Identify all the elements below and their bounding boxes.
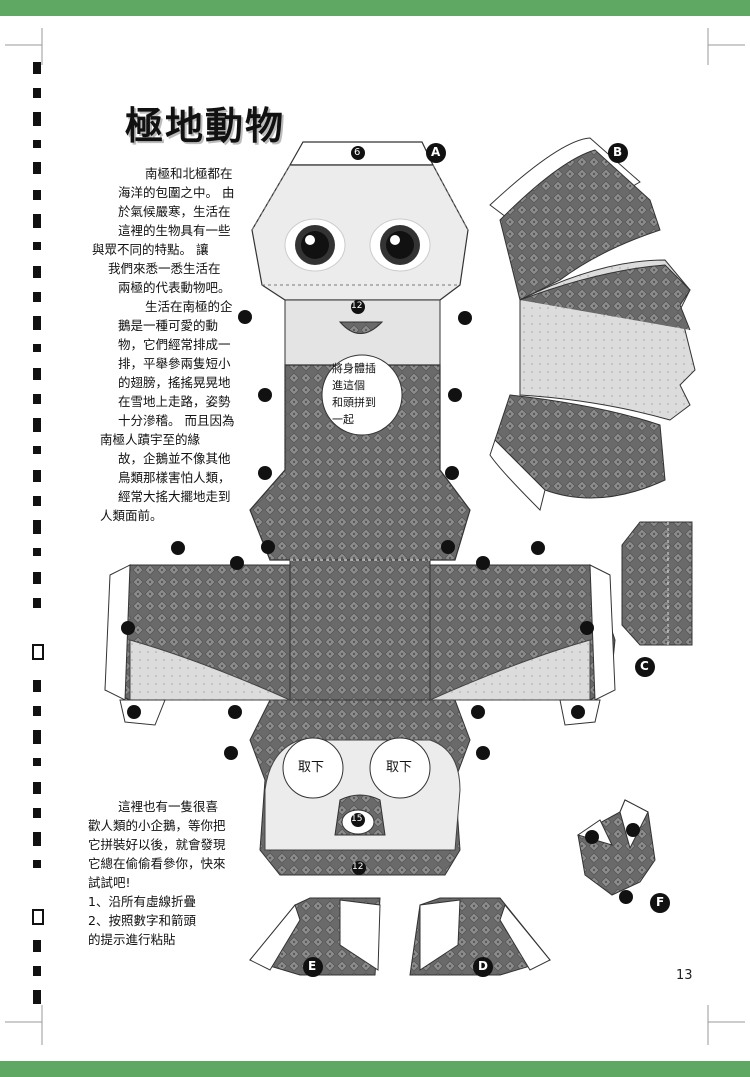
label-e: E [308,959,317,973]
intro-paragraph: 南極和北極都在 海洋的包圍之中。 由 於氣候嚴寒，生活在 這裡的生物具有一些 與… [92,164,250,525]
intro-line: 與眾不同的特點。 讓 [92,242,209,257]
intro-line: 在雪地上走路，姿勢 [118,394,231,409]
piece-a-penguin-body [249,141,471,876]
num-beak: 15 [351,814,363,824]
label-b: B [613,145,623,159]
intro-line: 我們來悉一悉生活在 [108,261,221,276]
outro-line: 歡人類的小企鵝，等你把 [88,818,226,833]
label-a: A [431,145,441,159]
number-badges [121,146,640,904]
instruction-line: 1、沿所有虛線折疊 [88,894,196,909]
left-wing [104,564,291,726]
intro-line: 故，企鵝並不像其他 [118,451,231,466]
bottom-green-band [0,1061,750,1077]
intro-line: 於氣候嚴寒，生活在 [118,204,231,219]
crop-marks [5,28,745,1045]
note-line: 將身體插 [332,362,376,375]
piece-b [489,137,696,511]
intro-line: 生活在南極的企 [145,299,233,314]
instruction-line: 2、按照數字和箭頭 [88,913,196,928]
outro-line: 試試吧! [88,875,131,890]
instruction-line: 的提示進行粘貼 [88,932,176,947]
outro-line: 它總在偷偷看參你，快來 [88,856,226,871]
piece-f [576,799,656,896]
label-d: D [478,959,488,973]
note-line: 一起 [332,413,354,426]
intro-line: 鵝是一種可愛的動 [118,318,219,333]
intro-line: 這裡的生物具有一些 [118,223,231,238]
left-edge-stripes [32,62,44,1004]
label-f: F [656,895,665,909]
outro-line: 這裡也有一隻很喜 [118,799,219,814]
num-neck: 12 [351,301,363,311]
note-line: 進這個 [332,379,365,392]
page-number: 13 [676,968,693,983]
cut-label-right: 取下 [386,760,413,775]
intro-line: 南極人蹟宇至的緣 [100,432,201,447]
num-bottom-arrow: 12 [352,862,364,872]
intro-line: 排，平舉參兩隻短小 [118,356,231,371]
intro-line: 十分滲稽。 而且因為 [118,413,235,428]
outro-line: 它拼裝好以後，就會發現 [88,837,226,852]
intro-line: 鳥類那樣害怕人類， [118,470,231,485]
intro-line: 經常大搖大擺地走到 [118,489,231,504]
outro-paragraph: 這裡也有一隻很喜 歡人類的小企鵝，等你把 它拼裝好以後，就會發現 它總在偷偷看參… [88,797,268,949]
piece-d [409,897,551,976]
intro-line: 兩極的代表動物吧。 [118,280,231,295]
intro-line: 海洋的包圍之中。 由 [118,185,235,200]
top-green-band [0,0,750,16]
piece-c [621,521,693,646]
page-title: 極地動物 [125,104,286,148]
num-a-top: 6 [354,147,361,158]
intro-line: 人類面前。 [100,508,163,523]
note-line: 和頭拼到 [332,396,376,409]
right-wing [429,564,616,726]
intro-line: 南極和北極都在 [145,166,233,181]
letter-badges [303,143,670,977]
piece-e [249,897,381,976]
intro-line: 物，它們經常排成一 [118,337,231,352]
cut-label-left: 取下 [298,760,325,775]
body-insert-note: 將身體插 進這個 和頭拼到 一起 [332,360,402,428]
label-c: C [640,659,649,673]
intro-line: 的翅膀，搖搖晃晃地 [118,375,231,390]
